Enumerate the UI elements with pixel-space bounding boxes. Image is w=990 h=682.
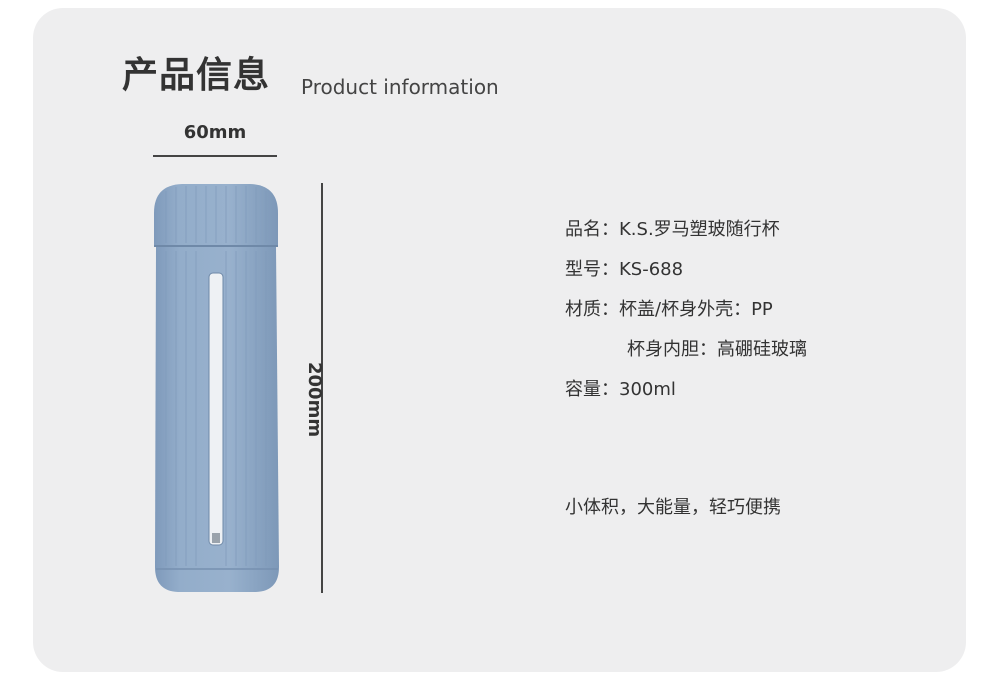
height-dimension-line <box>321 183 323 593</box>
page-subtitle: Product information <box>301 75 499 99</box>
width-dimension-line <box>153 155 277 157</box>
height-dimension-label: 200mm <box>304 362 325 438</box>
spec-list: 品名：K.S.罗马塑玻随行杯 型号：KS-688 材质：杯盖/杯身外壳：PP 杯… <box>565 218 807 418</box>
bottle-illustration <box>154 184 279 592</box>
page-title: 产品信息 <box>122 55 271 96</box>
spec-capacity: 容量：300ml <box>565 379 676 400</box>
tagline: 小体积，大能量，轻巧便携 <box>565 497 781 518</box>
spec-material-outer: 材质：杯盖/杯身外壳：PP <box>565 299 773 320</box>
width-dimension-label: 60mm <box>183 122 247 143</box>
spec-product-name: 品名：K.S.罗马塑玻随行杯 <box>565 219 780 240</box>
spec-model: 型号：KS-688 <box>565 259 684 280</box>
spec-material-inner: 杯身内胆：高硼硅玻璃 <box>627 339 807 360</box>
